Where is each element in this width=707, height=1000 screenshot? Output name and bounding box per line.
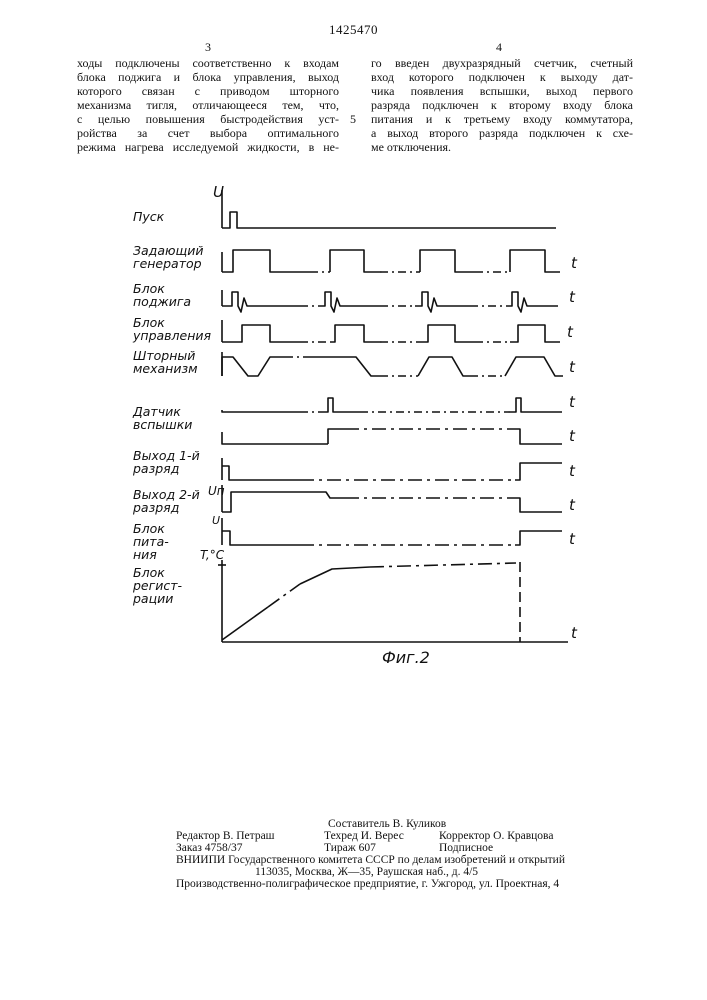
row-label-ignition: Блок поджига	[133, 282, 203, 308]
time-label: t	[569, 358, 575, 376]
row-label-output-bit1: Выход 1-й разряд	[133, 449, 213, 475]
time-label: t	[569, 288, 575, 306]
time-label: t	[571, 254, 577, 272]
time-label: t	[569, 462, 575, 480]
output-bit2-trace	[222, 485, 562, 512]
corrector: Корректор О. Кравцова	[439, 830, 553, 842]
order: Заказ 4758/37	[176, 842, 243, 854]
time-label: t	[569, 427, 575, 445]
row-label-shutter: Шторный механизм	[133, 349, 213, 375]
registration-trace	[218, 560, 568, 642]
circulation: Тираж 607	[324, 842, 376, 854]
time-label: t	[571, 624, 577, 642]
row-label-generator: Задающий генератор	[133, 244, 213, 270]
row-label-flash-sensor: Датчик вспышки	[133, 405, 203, 431]
figure-caption: Фиг.2	[382, 648, 430, 667]
row-label-pusk: Пуск	[133, 210, 164, 223]
output-bit1-trace	[222, 458, 562, 480]
time-label: t	[567, 323, 573, 341]
time-label: t	[569, 530, 575, 548]
time-label: t	[569, 393, 575, 411]
control-trace	[222, 320, 560, 342]
shutter-trace	[222, 352, 563, 376]
address: 113035, Москва, Ж—35, Раушская наб., д. …	[255, 866, 478, 878]
printer: Производственно-полиграфическое предприя…	[176, 878, 559, 890]
techred: Техред И. Верес	[324, 830, 404, 842]
row-label-control: Блок управления	[133, 316, 213, 342]
editor: Редактор В. Петраш	[176, 830, 275, 842]
flash-sensor-trace	[222, 398, 562, 444]
axis-u-label: U	[213, 183, 224, 201]
row-label-output-bit2: Выход 2-й разряд	[133, 488, 203, 514]
axis-u-small-label: U	[212, 514, 220, 527]
ignition-trace	[222, 290, 558, 312]
time-label: t	[569, 496, 575, 514]
row-label-registration: Блок регист- рации	[133, 566, 213, 605]
institute: ВНИИПИ Государственного комитета СССР по…	[176, 854, 565, 866]
axis-un-label: Uп	[208, 484, 225, 498]
axis-temp-label: T,°C	[200, 548, 224, 562]
pusk-trace	[222, 205, 556, 228]
generator-trace	[222, 250, 560, 272]
row-label-power: Блок пита- ния	[133, 522, 193, 561]
power-trace	[222, 518, 562, 545]
compiler: Составитель В. Куликов	[328, 818, 446, 830]
subscription: Подписное	[439, 842, 493, 854]
